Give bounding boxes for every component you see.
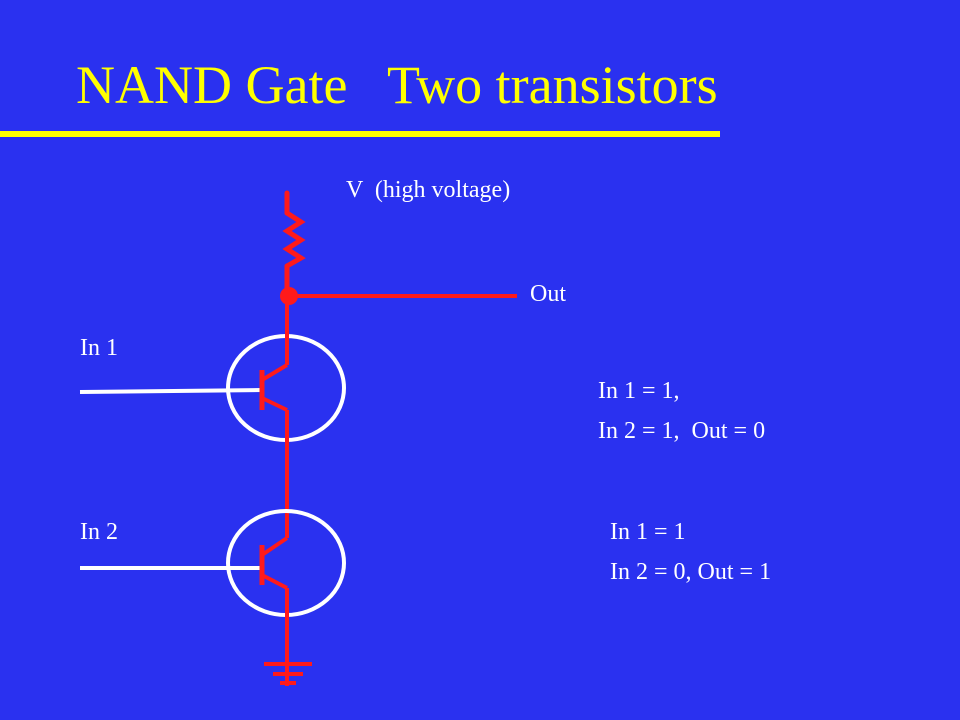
input-2-label: In 2 [80,519,118,545]
slide-title: NAND Gate Two transistors [76,55,718,115]
input-1-label: In 1 [80,335,118,361]
truth-note-2-line-2: In 2 = 0, Out = 1 [610,559,772,585]
emitter-1-diagonal [261,396,288,412]
output-label: Out [530,281,566,307]
truth-note-2-line-1: In 1 = 1 [610,519,686,545]
supply-voltage-label: V (high voltage) [346,177,511,203]
emitter-2-diagonal [261,573,288,590]
title-underline [0,131,720,137]
collector-2-diagonal [260,536,289,557]
transistor-1 [79,296,346,442]
input-1-wire [79,388,263,394]
ground-symbol [264,588,312,686]
pull-up-resistor [282,190,306,299]
truth-note-1-line-2: In 2 = 1, Out = 0 [598,418,766,444]
transistor-2 [80,509,346,617]
collector-1-diagonal [260,363,289,382]
truth-note-1-line-1: In 1 = 1, [598,378,680,404]
resistor-zigzag [282,210,306,269]
